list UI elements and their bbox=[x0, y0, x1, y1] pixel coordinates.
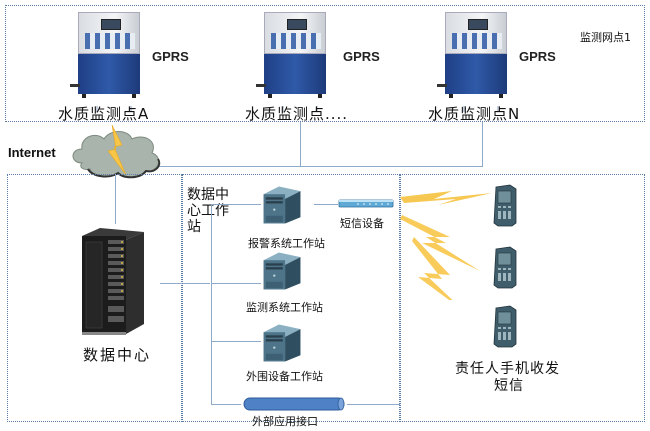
tower-server-icon bbox=[263, 252, 301, 290]
lightning-icon bbox=[400, 191, 492, 300]
workstation-group-label-1: 数据中 bbox=[187, 187, 229, 203]
connector-horizontal-top bbox=[150, 166, 483, 167]
connector-alarm-sms bbox=[314, 204, 338, 205]
mobile-group-label-1: 责任人手机收发 bbox=[455, 361, 560, 377]
monitoring-group-box bbox=[5, 5, 645, 122]
workstation-group-box bbox=[182, 174, 400, 422]
station-label-a: 水质监测点A bbox=[58, 105, 150, 123]
gprs-label-a: GPRS bbox=[152, 49, 189, 64]
mobile-group-label-2: 短信 bbox=[494, 378, 524, 394]
connector-ws-bus bbox=[211, 404, 241, 405]
cloud-lightning-icon bbox=[72, 125, 161, 179]
workstation-label-alarm: 报警系统工作站 bbox=[248, 237, 325, 250]
connector-station-mid bbox=[300, 122, 301, 167]
connector-station-n bbox=[482, 122, 483, 167]
mobile-phone-icon bbox=[493, 184, 517, 227]
workstation-bus-vertical bbox=[211, 204, 212, 404]
workstation-group-label-2: 心工作 bbox=[187, 203, 229, 219]
data-center-label: 数据中心 bbox=[83, 346, 152, 364]
connector-bus-right bbox=[347, 404, 400, 405]
external-interface-label: 外部应用接口 bbox=[252, 415, 318, 428]
mobile-group-box bbox=[400, 174, 645, 422]
data-center-box bbox=[7, 174, 182, 422]
water-analyzer-icon bbox=[256, 12, 326, 112]
workstation-label-peripheral: 外围设备工作站 bbox=[246, 370, 323, 383]
connector-datacenter-workstations bbox=[160, 283, 210, 284]
connector-ws2 bbox=[211, 283, 261, 284]
workstation-label-monitor: 监测系统工作站 bbox=[246, 301, 323, 314]
mobile-phone-icon bbox=[493, 305, 517, 348]
station-label-mid: 水质监测点.... bbox=[245, 105, 349, 123]
sms-modem-icon bbox=[338, 199, 394, 208]
bus-cylinder-icon bbox=[243, 397, 345, 411]
monitoring-group-label: 监测网点1 bbox=[580, 31, 631, 44]
water-analyzer-icon bbox=[70, 12, 140, 112]
connector-ws1 bbox=[211, 204, 261, 205]
mobile-phone-icon bbox=[493, 246, 517, 289]
server-rack-icon bbox=[82, 228, 144, 335]
tower-server-icon bbox=[263, 186, 301, 224]
gprs-label-mid: GPRS bbox=[343, 49, 380, 64]
connector-cloud-datacenter bbox=[115, 174, 116, 224]
tower-server-icon bbox=[263, 324, 301, 362]
internet-label: Internet bbox=[8, 145, 56, 160]
workstation-group-label-3: 站 bbox=[187, 219, 201, 235]
water-analyzer-icon bbox=[437, 12, 507, 112]
station-label-n: 水质监测点N bbox=[428, 105, 521, 123]
sms-device-label: 短信设备 bbox=[340, 217, 384, 230]
connector-ws3 bbox=[211, 341, 261, 342]
gprs-label-n: GPRS bbox=[519, 49, 556, 64]
